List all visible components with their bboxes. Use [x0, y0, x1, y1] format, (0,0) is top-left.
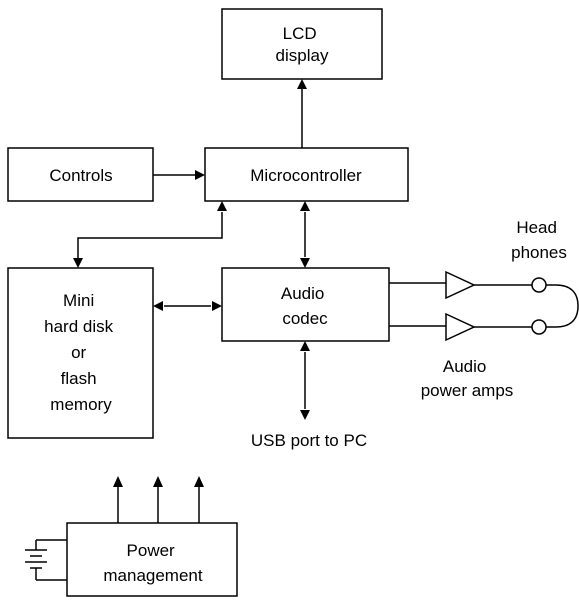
arrowhead [195, 170, 205, 180]
controls-block [7, 147, 154, 202]
power-management-block [66, 522, 238, 597]
arrowhead [153, 301, 163, 311]
lcd-display-label-line: display [276, 46, 329, 65]
storage-label-line: Mini [63, 291, 94, 310]
controls-label: Controls [49, 166, 112, 185]
arrowhead [73, 258, 83, 268]
arrowhead [217, 201, 227, 211]
power-amps-label: Audio power amps [421, 357, 514, 400]
storage-label-line: memory [50, 395, 112, 414]
amplifier-icon [445, 270, 476, 300]
power-management-label-line: management [103, 566, 203, 585]
storage-label: Mini hard disk or flash memory [44, 291, 118, 414]
controls-label-line: Controls [49, 166, 112, 185]
headphone-jack-icon [531, 319, 547, 335]
lcd-display-label: LCD display [276, 24, 329, 65]
arrowhead [297, 79, 307, 89]
microcontroller-block [204, 147, 409, 202]
audio-codec-label-line: codec [282, 309, 328, 328]
lcd-display-block [221, 8, 383, 80]
audio-codec-block [221, 267, 390, 342]
microcontroller-label-line: Microcontroller [250, 166, 362, 185]
headphones-label-line: phones [511, 243, 567, 262]
storage-label-line: flash [61, 369, 97, 388]
micro-to-storage-line [77, 212, 223, 259]
storage-block [7, 267, 154, 439]
power-amps-label-line: Audio [443, 357, 486, 376]
power-management-label-line: Power [127, 541, 176, 560]
arrowhead [300, 410, 310, 420]
arrowhead [113, 476, 123, 487]
arrowhead [300, 341, 310, 351]
amplifier-icon [445, 312, 476, 342]
headphones-wire [546, 284, 579, 328]
usb-port-label-line: USB port to PC [251, 431, 367, 450]
arrowhead [212, 301, 222, 311]
headphones-label: Head phones [511, 218, 567, 262]
headphones-label-line: Head [516, 218, 557, 237]
audio-codec-label-line: Audio [281, 284, 324, 303]
usb-port-label: USB port to PC [251, 431, 367, 450]
storage-label-line: or [71, 343, 86, 362]
arrowhead [300, 258, 310, 268]
microcontroller-label: Microcontroller [250, 166, 362, 185]
battery-icon [25, 539, 67, 581]
power-management-label: Power management [103, 541, 203, 585]
arrowhead [194, 476, 204, 487]
headphone-jack-icon [531, 277, 547, 293]
arrowhead [153, 476, 163, 487]
storage-label-line: hard disk [44, 317, 113, 336]
lcd-display-label-line: LCD [283, 24, 317, 43]
power-amps-label-line: power amps [421, 381, 514, 400]
audio-codec-label: Audio codec [281, 284, 329, 328]
arrowhead [300, 201, 310, 211]
